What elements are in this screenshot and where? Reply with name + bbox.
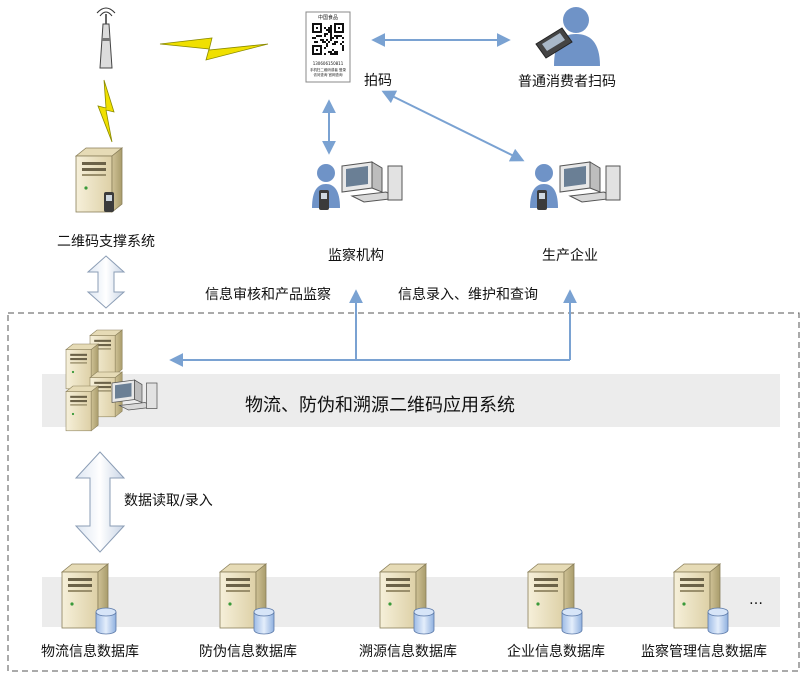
scan-code-label: 拍码 bbox=[364, 73, 392, 89]
database-server-icon bbox=[673, 563, 729, 635]
qr-line1-text: 手机扫二维码或者 登录 bbox=[310, 67, 347, 72]
database-server-icon bbox=[527, 563, 583, 635]
enterprise-icon bbox=[530, 161, 621, 210]
qr-code-icon bbox=[312, 23, 344, 55]
qr-line2-text: 访问查询 官网查询 bbox=[313, 72, 343, 77]
qr-enterprise-arrow bbox=[381, 90, 525, 162]
database-server-icon bbox=[219, 563, 275, 635]
wireless-signal-icon bbox=[97, 79, 115, 143]
application-boundary bbox=[7, 312, 800, 672]
supervision-label: 监察机构 bbox=[328, 247, 384, 264]
more-databases-indicator: … bbox=[749, 592, 763, 608]
data-rw-double-arrow bbox=[74, 451, 126, 553]
database-label-logistics: 物流信息数据库 bbox=[41, 643, 139, 660]
support-app-double-arrow bbox=[86, 255, 126, 309]
antenna-icon bbox=[96, 7, 116, 69]
support-system-label: 二维码支撑系统 bbox=[57, 234, 155, 250]
enterprise-flow-label: 信息录入、维护和查询 bbox=[398, 286, 538, 303]
qr-number-text: 130606150811 bbox=[313, 61, 344, 66]
database-server-icon bbox=[61, 563, 117, 635]
supervision-flow-label: 信息审核和产品监察 bbox=[205, 286, 331, 303]
app-system-title: 物流、防伪和溯源二维码应用系统 bbox=[245, 395, 515, 416]
consumer-phone-icon bbox=[535, 7, 600, 66]
database-label-anticounterfeit: 防伪信息数据库 bbox=[199, 643, 297, 660]
enterprise-label: 生产企业 bbox=[542, 247, 598, 264]
qr-header-text: 中国食品 bbox=[318, 14, 338, 21]
wireless-signal-icon bbox=[159, 37, 269, 61]
database-label-enterprise: 企业信息数据库 bbox=[507, 643, 605, 660]
data-rw-label: 数据读取/录入 bbox=[124, 492, 213, 509]
support-system-server-icon bbox=[75, 147, 123, 213]
database-server-icon bbox=[379, 563, 435, 635]
consumer-scan-label: 普通消费者扫码 bbox=[518, 74, 616, 90]
qr-code-label: 中国食品 130606150811 手机扫二维码或者 登录 访问查询 官网查询 bbox=[305, 11, 351, 83]
app-system-band bbox=[42, 374, 780, 427]
database-label-supervision: 监察管理信息数据库 bbox=[641, 643, 767, 660]
supervision-agency-icon bbox=[312, 161, 403, 210]
database-label-traceability: 溯源信息数据库 bbox=[359, 643, 457, 660]
